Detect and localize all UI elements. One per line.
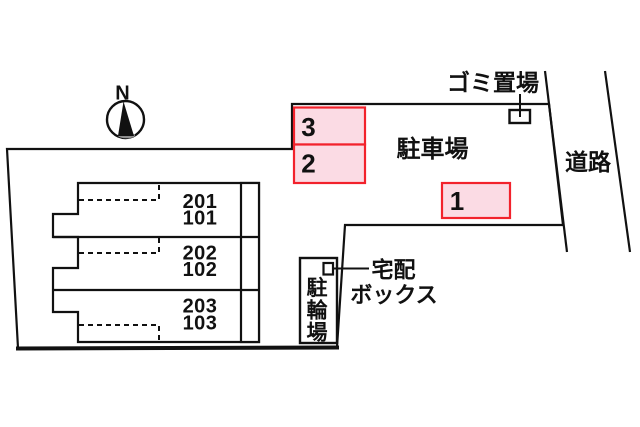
compass-north-label: N bbox=[115, 83, 129, 105]
site-outline bbox=[5, 102, 565, 350]
garbage-box-icon bbox=[508, 108, 532, 125]
parking-space-number: 1 bbox=[450, 186, 464, 216]
unit3-dashed-outline bbox=[79, 324, 160, 341]
building: 201 101 202 102 203 103 bbox=[51, 181, 261, 344]
unit2-dashed-outline bbox=[79, 238, 160, 254]
road-label: 道路 bbox=[565, 149, 612, 175]
bicycle-parking-label-char: 輪 bbox=[307, 299, 329, 323]
parking-lot: 駐車場 3 2 1 bbox=[292, 106, 512, 220]
delivery-box: 宅配 ボックス bbox=[322, 258, 438, 308]
bicycle-parking-label-char: 場 bbox=[307, 322, 328, 345]
delivery-box-label: 宅配 bbox=[371, 258, 415, 283]
parking-space-2 bbox=[292, 143, 367, 185]
garbage-area-label: ゴミ置場 bbox=[447, 70, 539, 96]
road-edge-line bbox=[603, 70, 632, 253]
unit-number: 101 bbox=[183, 208, 218, 230]
parking-space-3 bbox=[292, 106, 367, 146]
site-south-boundary-line bbox=[15, 345, 340, 351]
unit-number: 103 bbox=[183, 313, 218, 335]
unit1-dashed-outline bbox=[79, 184, 160, 201]
unit-number: 203 bbox=[183, 296, 218, 318]
parking-lot-label: 駐車場 bbox=[397, 135, 469, 163]
unit-number: 201 bbox=[183, 191, 218, 213]
site-east-boundary-line bbox=[543, 70, 569, 253]
bicycle-parking-label-char: 駐 bbox=[307, 276, 328, 300]
unit-3-labels: 203 103 bbox=[183, 296, 218, 335]
delivery-box-icon bbox=[322, 261, 335, 276]
parking-space-number: 3 bbox=[301, 112, 315, 142]
parking-space-number: 2 bbox=[301, 149, 315, 179]
unit-number: 102 bbox=[183, 259, 218, 281]
delivery-box-label: ボックス bbox=[350, 283, 437, 308]
unit-number: 202 bbox=[183, 243, 218, 265]
garbage-area: ゴミ置場 bbox=[447, 70, 539, 125]
unit-2-labels: 202 102 bbox=[183, 243, 218, 282]
parking-space-1 bbox=[440, 181, 512, 220]
building-balcony-strip bbox=[239, 181, 261, 344]
unit-1-labels: 201 101 bbox=[183, 191, 218, 230]
compass-needle bbox=[118, 101, 134, 136]
compass-icon: N bbox=[105, 83, 146, 140]
building-outline bbox=[51, 181, 261, 344]
